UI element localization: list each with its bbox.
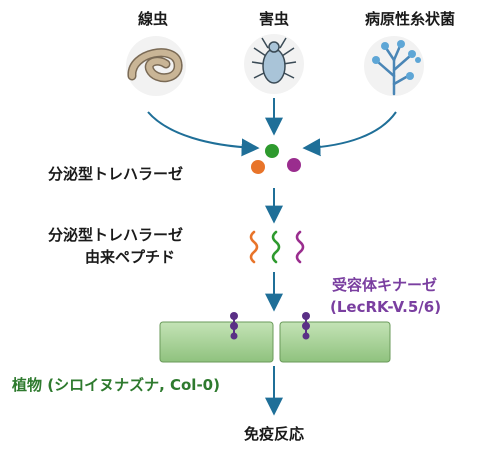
- peptide-label-line2: 由来ペプチド: [85, 248, 175, 266]
- convergence-arrows: [147, 98, 397, 157]
- plant-cell-left: [159, 321, 274, 363]
- receptor-kinase-left: [230, 312, 238, 340]
- purple-dot: [287, 158, 301, 172]
- orange-dot: [251, 160, 265, 174]
- green-dot: [265, 144, 279, 158]
- trehalase-molecules: [251, 144, 301, 174]
- pest-label: 害虫: [259, 10, 289, 28]
- plant-cell-right: [279, 321, 391, 363]
- peptide-label-line1: 分泌型トレハラーゼ: [48, 226, 183, 244]
- nematode-icon: [126, 36, 186, 96]
- receptor-kinase-right: [302, 312, 310, 340]
- pest-icon: [244, 34, 304, 94]
- receptor-label-line2: (LecRK-V.5/6): [330, 298, 441, 316]
- nematode-label: 線虫: [138, 10, 168, 28]
- fungus-icon: [364, 36, 424, 96]
- peptide-fragments: [249, 230, 305, 264]
- fungus-label: 病原性糸状菌: [365, 10, 455, 28]
- enzyme-label: 分泌型トレハラーゼ: [48, 165, 183, 183]
- plant-label: 植物 (シロイヌナズナ, Col-0): [12, 376, 220, 394]
- receptor-label-line1: 受容体キナーゼ: [332, 276, 437, 294]
- immune-response-label: 免疫反応: [244, 425, 304, 443]
